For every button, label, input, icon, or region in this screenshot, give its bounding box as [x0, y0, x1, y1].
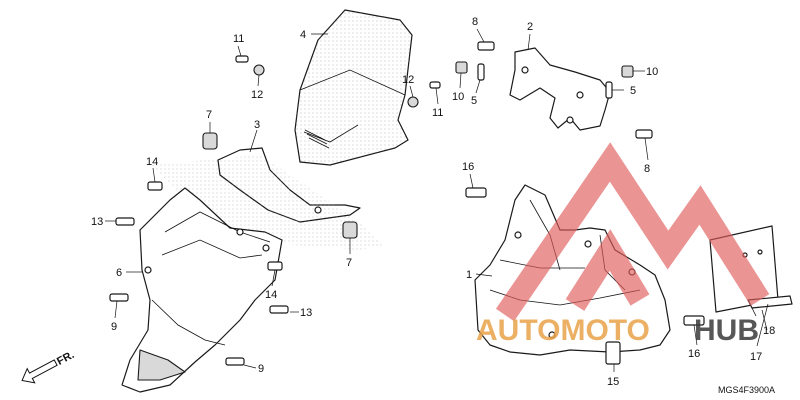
- windscreen: [294, 9, 413, 166]
- callout-17: 17: [750, 351, 762, 363]
- upper-mount-bracket: [509, 47, 611, 131]
- callout-2: 2: [527, 21, 533, 33]
- callout-15: 15: [607, 376, 619, 388]
- callout-5: 5: [630, 85, 636, 97]
- callout-9: 9: [111, 321, 117, 333]
- callout-16: 16: [462, 161, 474, 173]
- callout-13: 13: [91, 216, 103, 228]
- diagram-code: MGS4F3900A: [718, 385, 775, 395]
- grommet: [253, 64, 265, 76]
- callout-18: 18: [763, 325, 775, 337]
- callout-10: 10: [452, 91, 464, 103]
- collar: [342, 221, 358, 239]
- grommet: [407, 96, 419, 108]
- nut: [455, 61, 468, 74]
- hardware: [109, 41, 705, 366]
- spring-clip: [605, 81, 613, 99]
- callouts: 11 12 4 12 11 7 3 14 13 7 6 14 9 13 9 8 …: [91, 16, 775, 388]
- callout-7: 7: [346, 257, 352, 269]
- inner-panel: [150, 147, 385, 250]
- screw: [147, 181, 163, 191]
- bolt: [477, 41, 495, 51]
- nut: [621, 65, 634, 78]
- bolt: [635, 129, 653, 139]
- bolt: [115, 217, 135, 226]
- watermark-auto: AUTOMOTO: [476, 314, 650, 347]
- screw: [429, 81, 441, 89]
- bolt: [269, 305, 289, 314]
- callout-4: 4: [300, 29, 306, 41]
- callout-6: 6: [116, 267, 122, 279]
- callout-9: 9: [258, 363, 264, 375]
- windscreen-vents: [304, 129, 330, 149]
- bolt: [465, 187, 487, 198]
- callout-12: 12: [402, 74, 414, 86]
- front-direction-arrow: FR.: [21, 349, 76, 384]
- callout-3: 3: [254, 119, 260, 131]
- callout-11: 11: [233, 33, 244, 45]
- callout-14: 14: [265, 289, 277, 301]
- bolt: [109, 293, 129, 302]
- bolt: [605, 341, 621, 365]
- screw: [267, 261, 283, 271]
- callout-12: 12: [251, 89, 263, 101]
- callout-8: 8: [644, 163, 650, 175]
- spring-clip: [477, 63, 485, 81]
- callout-5: 5: [471, 95, 477, 107]
- callout-10: 10: [646, 66, 658, 78]
- callout-11: 11: [432, 107, 443, 119]
- callout-16: 16: [688, 348, 700, 360]
- bolt: [225, 357, 245, 366]
- watermark-logo: AUTOMOTO HUB: [476, 142, 770, 347]
- callout-1: 1: [466, 269, 472, 281]
- front-label: FR.: [55, 349, 76, 368]
- screw: [235, 55, 249, 63]
- collar: [202, 132, 218, 150]
- callout-7: 7: [206, 109, 212, 121]
- callout-8: 8: [472, 16, 478, 28]
- watermark-hub: HUB: [694, 314, 759, 347]
- callout-14: 14: [146, 156, 158, 168]
- leader-lines: [105, 28, 769, 372]
- arrow-icon: [21, 359, 58, 384]
- callout-13: 13: [300, 307, 312, 319]
- front-cowl: [121, 187, 283, 393]
